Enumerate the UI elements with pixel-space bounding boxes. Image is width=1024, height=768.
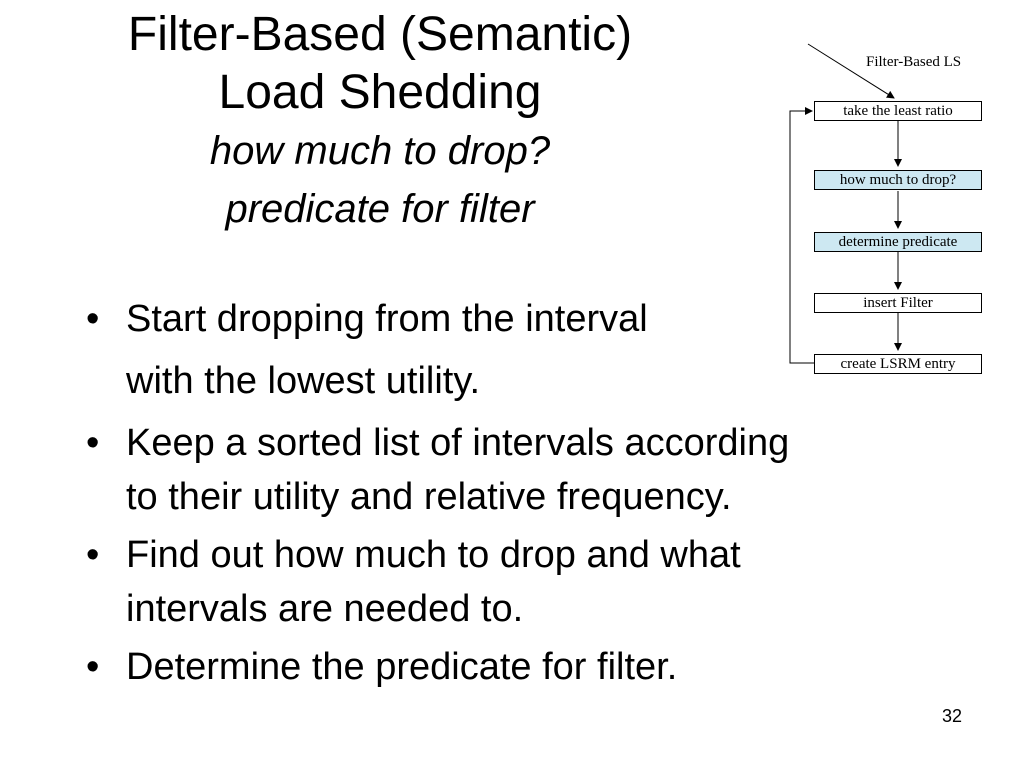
bullet-text-line: Find out how much to drop and what	[126, 534, 741, 576]
bullet-item: • Find out how much to drop and what int…	[84, 528, 964, 636]
slide-title-line-1: Filter-Based (Semantic)	[127, 8, 633, 61]
bullet-marker: •	[86, 422, 100, 464]
bullet-text-line: intervals are needed to.	[126, 588, 524, 630]
flow-step-create-lsrm-entry: create LSRM entry	[814, 354, 982, 374]
slide-subtitle-line-1: how much to drop?	[209, 129, 551, 173]
bullet-marker: •	[86, 298, 100, 340]
flow-step-how-much-to-drop: how much to drop?	[814, 170, 982, 190]
bullet-text-line: with the lowest utility.	[126, 360, 481, 402]
flow-step-insert-filter: insert Filter	[814, 293, 982, 313]
entry-arrow	[807, 43, 895, 99]
bullet-marker: •	[86, 534, 100, 576]
flow-diagram-connectors	[789, 43, 902, 364]
flow-diagram: Filter-Based LS take the least ratio how…	[780, 38, 1010, 383]
bullet-item: • Keep a sorted list of intervals accord…	[84, 416, 964, 524]
diagram-label: Filter-Based LS	[866, 54, 962, 70]
bullet-text-line: Keep a sorted list of intervals accordin…	[126, 422, 790, 464]
loop-back-arrow	[789, 107, 814, 364]
bullet-item: • Start dropping from the interval with …	[84, 288, 964, 412]
flow-step-take-least-ratio: take the least ratio	[814, 101, 982, 121]
flow-step-determine-predicate: determine predicate	[814, 232, 982, 252]
slide-title-block: Filter-Based (Semantic) Load Shedding ho…	[30, 6, 730, 238]
bullet-text-line: to their utility and relative frequency.	[126, 476, 732, 518]
slide-title-line-2: Load Shedding	[218, 66, 542, 119]
page-number: 32	[941, 706, 962, 726]
bullet-text-line: Start dropping from the interval	[126, 298, 648, 340]
bullet-item: • Determine the predicate for filter.	[84, 640, 964, 694]
bullet-text-line: Determine the predicate for filter.	[126, 646, 678, 688]
bullet-marker: •	[86, 646, 100, 688]
bullet-list: • Start dropping from the interval with …	[84, 288, 964, 698]
slide-subtitle-line-2: predicate for filter	[225, 187, 535, 231]
